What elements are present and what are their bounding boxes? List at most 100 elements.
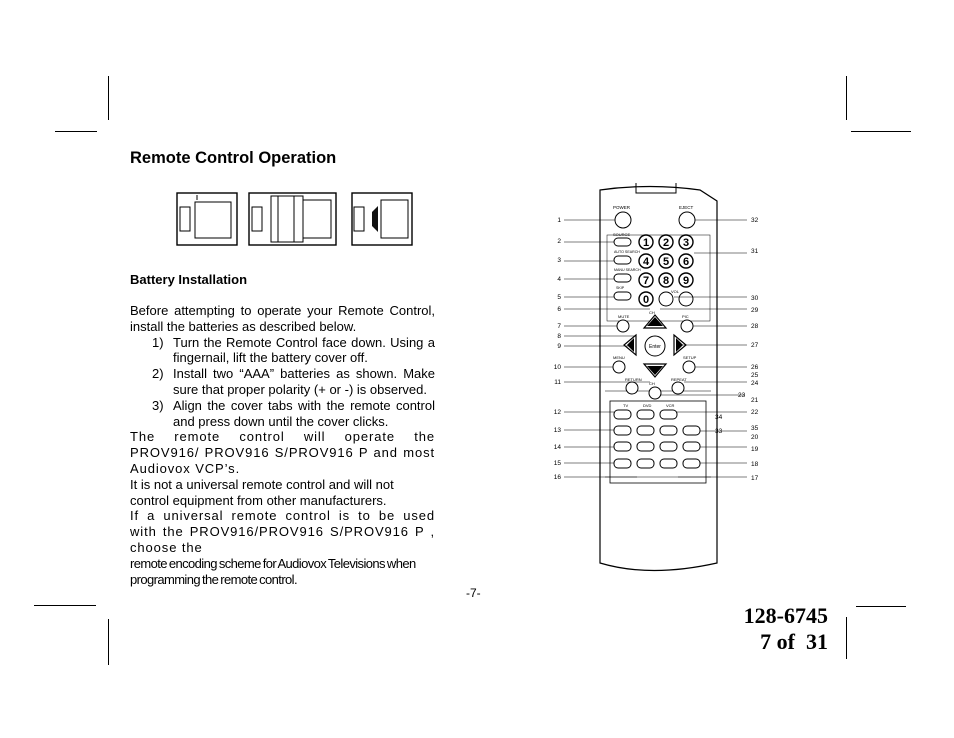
callout-15: 15 xyxy=(554,460,562,467)
crop-mark xyxy=(108,76,109,120)
battery-illustration xyxy=(176,192,413,246)
repeat-button[interactable] xyxy=(671,381,685,395)
display-button[interactable] xyxy=(648,386,662,400)
manual-search-button[interactable] xyxy=(613,273,632,283)
pause-button[interactable] xyxy=(682,425,701,436)
title-button[interactable] xyxy=(636,441,655,452)
callout-24: 24 xyxy=(751,380,759,387)
callout-29: 29 xyxy=(751,307,759,314)
crop-mark xyxy=(856,606,906,607)
callout-7: 7 xyxy=(557,323,561,330)
fast-forward-button[interactable] xyxy=(682,458,701,469)
digit-label: 5 xyxy=(663,256,669,268)
callout-34: 34 xyxy=(715,414,723,421)
skip-button[interactable] xyxy=(613,291,632,301)
skip-label: SKIP xyxy=(616,286,625,290)
dvd-button[interactable] xyxy=(636,409,655,420)
callout-10: 10 xyxy=(554,364,562,371)
auto-search-label: AUTO SEARCH xyxy=(614,250,640,254)
rewind-button[interactable] xyxy=(659,458,678,469)
crop-mark xyxy=(55,131,97,132)
step-text: Install two “AAA” batteries as shown. Ma… xyxy=(173,366,435,397)
callout-26: 26 xyxy=(751,364,759,371)
stop-button[interactable] xyxy=(659,425,678,436)
digit-button-8[interactable] xyxy=(658,272,674,288)
callout-12: 12 xyxy=(554,409,562,416)
digit-button-2[interactable] xyxy=(658,234,674,250)
compatibility-paragraph: The remote control will operate the PROV… xyxy=(130,429,435,476)
universal-note: It is not a universal remote control and… xyxy=(130,476,394,508)
display-mode-button[interactable] xyxy=(613,441,632,452)
digit-label: 2 xyxy=(663,237,669,249)
callout-19: 19 xyxy=(751,446,759,453)
digit-button-1[interactable] xyxy=(638,234,654,250)
document-number: 128-6745 7 of 31 xyxy=(740,603,828,655)
digit-label: 4 xyxy=(643,256,650,268)
page-number: -7- xyxy=(466,586,481,600)
digit-button-7[interactable] xyxy=(638,272,654,288)
digit-label: 0 xyxy=(643,294,649,306)
source-button[interactable] xyxy=(613,237,632,247)
zoom-button[interactable] xyxy=(613,425,632,436)
setup-button[interactable] xyxy=(682,360,696,374)
remote-control-diagram: POWER EJECT SOURCE AUTO SEARCH MANU SEAR… xyxy=(554,183,759,572)
callout-13: 13 xyxy=(554,427,562,434)
callout-17: 17 xyxy=(751,475,759,482)
source-label: SOURCE xyxy=(613,232,630,237)
vol-up-button[interactable] xyxy=(678,291,694,307)
digit-button-3[interactable] xyxy=(678,234,694,250)
digit-button-6[interactable] xyxy=(678,253,694,269)
list-item: 2) Install two “AAA” batteries as shown. … xyxy=(130,366,435,398)
body-text: Before attempting to operate your Remote… xyxy=(130,303,435,587)
mute-label: MUTE xyxy=(618,314,630,319)
return-label: RETURN xyxy=(625,377,642,382)
section-title: Battery Installation xyxy=(130,272,248,287)
mute-button[interactable] xyxy=(616,319,630,333)
callout-1: 1 xyxy=(557,217,561,224)
tv-label: TV xyxy=(623,403,628,408)
callout-27: 27 xyxy=(751,342,759,349)
intro-paragraph: Before attempting to operate your Remote… xyxy=(130,303,435,334)
crop-mark xyxy=(34,605,96,606)
enter-button[interactable] xyxy=(644,335,666,357)
ch-up-label: CH xyxy=(649,310,655,315)
pic-button[interactable] xyxy=(680,319,694,333)
prev-button[interactable] xyxy=(613,458,632,469)
digit-button-9[interactable] xyxy=(678,272,694,288)
step-number: 1) xyxy=(152,334,164,350)
angle-button[interactable] xyxy=(636,425,655,436)
auto-search-button[interactable] xyxy=(613,255,632,265)
digit-button-4[interactable] xyxy=(638,253,654,269)
callout-30: 30 xyxy=(751,295,759,302)
arrow-up-icon xyxy=(647,317,663,326)
enter-label: Enter xyxy=(649,344,661,350)
step-number: 2) xyxy=(152,366,164,382)
arrow-right-icon xyxy=(676,338,683,352)
eject-button[interactable] xyxy=(678,211,696,229)
play-button[interactable] xyxy=(659,441,678,452)
digit-label: 3 xyxy=(683,237,689,249)
callout-11: 11 xyxy=(554,379,561,386)
digit-button-0[interactable] xyxy=(638,291,654,307)
ch-down-label: CH xyxy=(649,381,655,386)
power-button[interactable] xyxy=(614,211,632,229)
callout-21: 21 xyxy=(751,397,759,404)
pic-label: PIC xyxy=(682,314,689,319)
vcr-button[interactable] xyxy=(659,409,678,420)
digit-button-5[interactable] xyxy=(658,253,674,269)
crop-mark xyxy=(108,619,109,665)
menu-button[interactable] xyxy=(612,360,626,374)
crop-mark xyxy=(851,131,911,132)
callout-31: 31 xyxy=(751,248,759,255)
step-button[interactable] xyxy=(682,441,701,452)
tv-button[interactable] xyxy=(613,409,632,420)
eject-label: EJECT xyxy=(679,205,694,210)
vol-down-button[interactable] xyxy=(658,291,674,307)
callout-9: 9 xyxy=(557,343,561,350)
next-button[interactable] xyxy=(636,458,655,469)
return-button[interactable] xyxy=(625,381,639,395)
repeat-label: REPEAT xyxy=(671,377,687,382)
doc-id: 128-6745 xyxy=(743,603,828,628)
list-item: 1)Turn the Remote Control face down. Usi… xyxy=(130,335,435,367)
callout-20: 20 xyxy=(751,434,759,441)
